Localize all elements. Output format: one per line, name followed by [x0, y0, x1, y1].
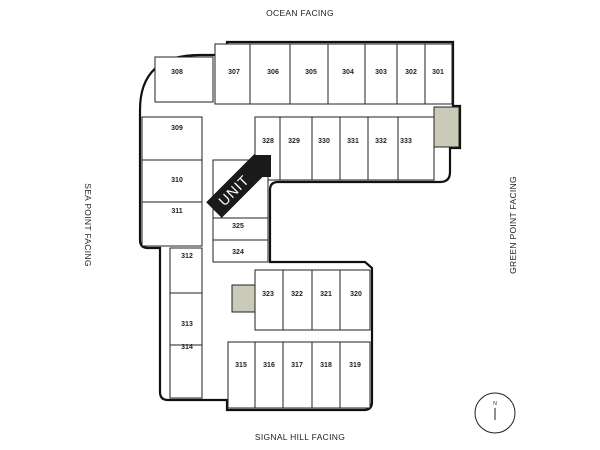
unit-321[interactable] [311, 269, 341, 331]
unit-label: 311 [171, 208, 182, 215]
unit-label: 304 [342, 69, 354, 76]
unit-331[interactable] [339, 116, 369, 181]
unit-label: 314 [181, 344, 193, 351]
unit-row-inner [254, 116, 435, 181]
unit-322[interactable] [282, 269, 313, 331]
unit-303[interactable] [364, 43, 398, 105]
unit-row-sea-point [141, 116, 203, 399]
unit-317[interactable] [282, 341, 313, 409]
unit-label: 318 [320, 362, 332, 369]
unit-309[interactable] [141, 116, 203, 161]
unit-319[interactable] [339, 341, 371, 409]
unit-314[interactable] [169, 344, 203, 399]
unit-323[interactable] [254, 269, 284, 331]
unit-320[interactable] [339, 269, 371, 331]
facing-label-right: GREEN POINT FACING [508, 176, 518, 274]
unit-label: 332 [375, 138, 387, 145]
unit-313[interactable] [169, 292, 203, 346]
unit-highlight-block [255, 155, 271, 177]
unit-label: 315 [235, 362, 247, 369]
unit-label: 329 [288, 138, 300, 145]
facing-label-top: OCEAN FACING [266, 8, 334, 18]
unit-315[interactable] [227, 341, 256, 409]
unit-332[interactable] [367, 116, 399, 181]
unit-label: 310 [171, 177, 183, 184]
unit-316[interactable] [254, 341, 284, 409]
unit-label: 331 [347, 138, 359, 145]
unit-label: 319 [349, 362, 361, 369]
unit-row-ocean [154, 43, 453, 105]
facing-label-left: SEA POINT FACING [83, 183, 93, 267]
unit-label: 302 [405, 69, 417, 76]
unit-312[interactable] [169, 247, 203, 294]
unit-label: 323 [262, 291, 274, 298]
compass-north-label: N [493, 401, 497, 407]
unit-301[interactable] [424, 43, 453, 105]
unit-308[interactable] [154, 56, 214, 103]
unit-330[interactable] [311, 116, 341, 181]
unit-305[interactable] [289, 43, 329, 105]
unit-label: 320 [350, 291, 362, 298]
stairwell-east [433, 106, 460, 148]
unit-324[interactable] [212, 239, 269, 263]
unit-label: 324 [232, 249, 244, 256]
unit-label: 333 [400, 138, 412, 145]
unit-label: 306 [267, 69, 279, 76]
unit-label: 321 [320, 291, 332, 298]
unit-302[interactable] [396, 43, 426, 105]
unit-label: 313 [181, 321, 193, 328]
unit-329[interactable] [279, 116, 313, 181]
unit-label: 325 [232, 223, 244, 230]
unit-label: 316 [263, 362, 275, 369]
unit-label: 309 [171, 125, 183, 132]
stairwell-south [231, 284, 257, 313]
unit-label: 312 [181, 253, 193, 260]
unit-label: 328 [262, 138, 274, 145]
unit-307[interactable] [214, 43, 251, 105]
unit-label: 330 [318, 138, 330, 145]
unit-label: 308 [171, 69, 183, 76]
unit-label: 305 [305, 69, 317, 76]
unit-306[interactable] [249, 43, 291, 105]
unit-label: 317 [291, 362, 303, 369]
north-compass-icon: N [474, 392, 516, 434]
unit-label: 322 [291, 291, 303, 298]
unit-row-signal-hill [227, 269, 371, 409]
unit-label: 301 [432, 69, 444, 76]
unit-318[interactable] [311, 341, 341, 409]
unit-label: 307 [228, 69, 240, 76]
facing-label-bottom: SIGNAL HILL FACING [255, 432, 345, 442]
unit-label: 303 [375, 69, 387, 76]
unit-311[interactable] [141, 201, 203, 247]
unit-333[interactable] [397, 116, 435, 181]
